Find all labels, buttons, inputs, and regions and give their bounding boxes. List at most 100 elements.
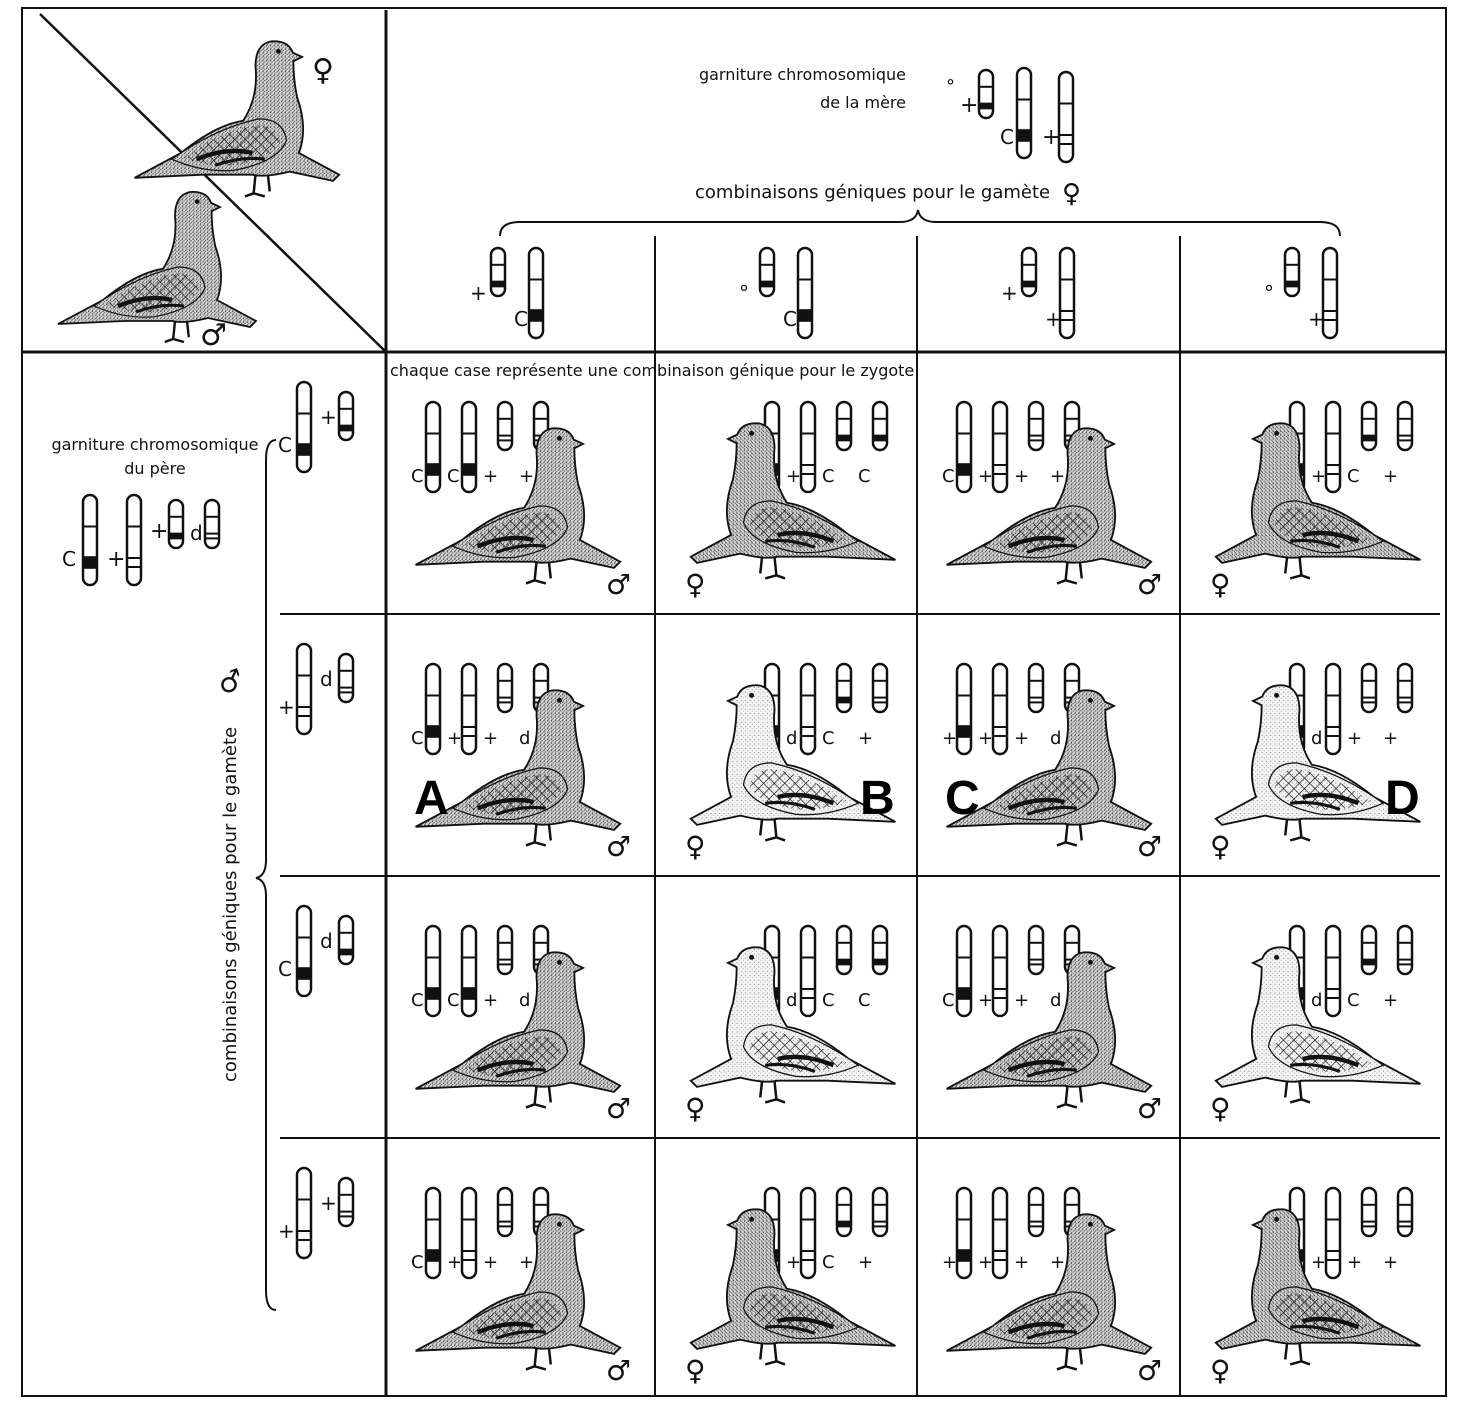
chromosome-short — [1398, 664, 1412, 712]
zygote-cell: C+++♂ — [411, 1188, 631, 1387]
chromosome-long — [801, 1188, 815, 1278]
chromosome-short — [1362, 402, 1376, 450]
female-gametes: +C°C++°+ — [470, 248, 1337, 338]
father-caption: garniture chromosomique du père C++d com… — [51, 435, 258, 1082]
allele-marker: + — [1014, 728, 1029, 749]
allele-marker: + — [107, 547, 125, 572]
female-gamete-caption: combinaisons géniques pour le gamète — [695, 182, 1050, 203]
allele-marker: + — [1383, 466, 1398, 487]
allele-marker: C — [822, 728, 835, 749]
pigeon — [691, 423, 896, 578]
allele-marker: + — [978, 1252, 993, 1273]
allele-marker: + — [470, 281, 487, 305]
allele-marker: d — [1311, 990, 1322, 1011]
chromosome-long — [426, 1188, 440, 1278]
male-gamete-4: ++ — [278, 1168, 353, 1258]
allele-marker: + — [150, 519, 168, 544]
phenotype-label: B — [860, 772, 895, 825]
chromosome-short — [1285, 248, 1299, 296]
phenotype-label: A — [414, 772, 449, 825]
allele-marker: + — [786, 466, 801, 487]
allele-marker: C — [942, 990, 955, 1011]
chromosome-short — [339, 654, 353, 702]
chromosome-long — [529, 248, 543, 338]
allele-marker: + — [447, 1252, 462, 1273]
pigeon — [947, 1214, 1152, 1369]
female-gamete-4: °+ — [1264, 248, 1337, 338]
phenotype-label: D — [1385, 772, 1420, 825]
male-symbol: ♂ — [1137, 568, 1162, 601]
allele-marker: + — [858, 1252, 873, 1273]
allele-marker: + — [1050, 466, 1065, 487]
chromosome-long — [1326, 402, 1340, 492]
allele-marker: + — [1347, 728, 1362, 749]
pigeon — [1216, 1209, 1421, 1364]
female-gamete-1: +C — [470, 248, 543, 338]
allele-marker: + — [519, 466, 534, 487]
zygote-caption: chaque case représente une combinaison g… — [390, 361, 914, 380]
father-chromosomes: C++d — [62, 495, 219, 585]
male-gamete-1: C+ — [278, 382, 353, 472]
pigeon — [1216, 947, 1421, 1102]
chromosome-long — [801, 664, 815, 754]
mother-caption-line1: garniture chromosomique — [699, 65, 906, 84]
chromosome-long — [1059, 72, 1073, 162]
zygote-cell: °+CC♀ — [685, 402, 895, 601]
male-symbol: ♂ — [1137, 1354, 1162, 1387]
chromosome-short — [873, 664, 887, 712]
male-gametes: C++dCd++ — [278, 382, 353, 1258]
pigeon — [1216, 423, 1421, 578]
father-caption-line2: du père — [124, 459, 185, 478]
female-symbol: ♀ — [685, 830, 706, 863]
mother-chromosomes: °+C+ — [946, 68, 1073, 162]
allele-marker: ° — [739, 281, 749, 305]
male-symbol: ♂ — [606, 1354, 631, 1387]
male-gamete-2: +d — [278, 644, 353, 734]
chromosome-long — [1323, 248, 1337, 338]
allele-marker: + — [483, 728, 498, 749]
pigeon — [947, 952, 1152, 1107]
chromosome-long — [957, 664, 971, 754]
allele-marker: + — [1001, 281, 1018, 305]
chromosome-short — [979, 70, 993, 118]
zygote-cell: C+++♂ — [942, 402, 1162, 601]
allele-marker: + — [1383, 728, 1398, 749]
allele-marker: ° — [946, 76, 955, 97]
chromosome-short — [1029, 402, 1043, 450]
chromosome-long — [297, 382, 311, 472]
allele-marker: + — [1042, 125, 1060, 150]
zygote-cell: °+++♀ — [1210, 1188, 1420, 1387]
chromosome-short — [491, 248, 505, 296]
chromosome-long — [957, 402, 971, 492]
female-symbol: ♀ — [1210, 568, 1231, 601]
allele-marker: + — [1311, 466, 1326, 487]
female-symbol: ♀ — [1210, 830, 1231, 863]
chromosome-short — [1398, 926, 1412, 974]
chromosome-short — [1029, 664, 1043, 712]
allele-marker: d — [519, 728, 530, 749]
chromosome-long — [426, 926, 440, 1016]
pigeon — [947, 428, 1152, 583]
allele-marker: d — [320, 667, 333, 691]
allele-marker: + — [1347, 1252, 1362, 1273]
allele-marker: + — [1050, 1252, 1065, 1273]
allele-marker: + — [483, 1252, 498, 1273]
allele-marker: + — [978, 990, 993, 1011]
allele-marker: C — [447, 990, 460, 1011]
chromosome-long — [462, 664, 476, 754]
zygote-cell: C++d♂ — [942, 926, 1162, 1125]
chromosome-long — [297, 644, 311, 734]
chromosome-long — [993, 926, 1007, 1016]
allele-marker: + — [519, 1252, 534, 1273]
zygote-cell: +++d♂C — [942, 664, 1162, 863]
chromosome-long — [957, 926, 971, 1016]
chromosome-short — [1022, 248, 1036, 296]
chromosome-short — [837, 664, 851, 712]
female-symbol: ♀ — [1210, 1354, 1231, 1387]
mother-female-symbol: ♀ — [312, 53, 334, 88]
chromosome-short — [873, 402, 887, 450]
chromosome-short — [837, 402, 851, 450]
chromosome-short — [498, 402, 512, 450]
